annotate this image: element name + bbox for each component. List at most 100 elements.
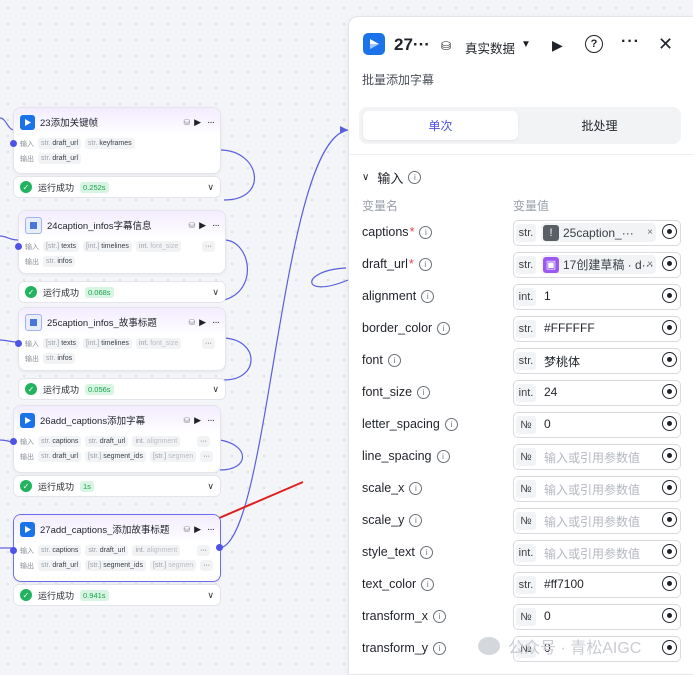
type-badge[interactable]: №: [516, 608, 536, 626]
more-params-chip[interactable]: ···: [202, 338, 215, 349]
reference-target-icon[interactable]: [662, 448, 677, 463]
param-value-field[interactable]: str. !25caption_···×: [513, 220, 681, 246]
play-icon[interactable]: ▶: [199, 219, 206, 230]
output-port[interactable]: [216, 544, 223, 551]
chevron-down-icon[interactable]: ∨: [212, 286, 219, 297]
reference-target-icon[interactable]: [662, 608, 677, 623]
play-icon[interactable]: ▶: [194, 523, 201, 534]
workflow-node[interactable]: 25caption_infos_故事标题⛁▶···输入[str.]texts[i…: [18, 307, 226, 371]
close-icon[interactable]: ✕: [658, 34, 674, 54]
reference-chip[interactable]: !25caption_···×: [541, 223, 656, 242]
reference-target-icon[interactable]: [662, 352, 677, 367]
reference-target-icon[interactable]: [662, 416, 677, 431]
info-icon[interactable]: i: [419, 545, 433, 559]
reference-target-icon[interactable]: [662, 640, 677, 655]
more-params-chip[interactable]: ···: [200, 451, 214, 462]
param-value-field[interactable]: str. ▣17创建草稿 · d···×: [513, 252, 681, 278]
input-port[interactable]: [15, 340, 22, 347]
input-section-toggle[interactable]: ∨ 输入 i: [362, 168, 422, 187]
param-value-field[interactable]: str.#FFFFFF: [513, 316, 681, 342]
chevron-down-icon[interactable]: ∨: [207, 181, 214, 192]
reference-target-icon[interactable]: [662, 480, 677, 495]
workflow-node[interactable]: 24caption_infos字幕信息⛁▶···输入[str.]texts[in…: [18, 210, 226, 274]
info-icon[interactable]: i: [419, 225, 433, 239]
input-port[interactable]: [10, 438, 17, 445]
more-icon[interactable]: ···: [621, 33, 640, 50]
reference-target-icon[interactable]: [662, 384, 677, 399]
play-icon[interactable]: ▶: [194, 116, 201, 127]
info-icon[interactable]: i: [437, 321, 451, 335]
caret-down-icon[interactable]: ▼: [521, 39, 531, 50]
info-icon[interactable]: i: [433, 641, 446, 655]
type-badge[interactable]: str.: [516, 256, 536, 274]
info-icon[interactable]: i: [417, 385, 431, 399]
reference-target-icon[interactable]: [662, 576, 677, 591]
reference-target-icon[interactable]: [662, 544, 677, 559]
type-badge[interactable]: str.: [516, 576, 536, 594]
chevron-down-icon[interactable]: ∨: [207, 480, 214, 491]
more-icon[interactable]: ···: [207, 523, 215, 535]
reference-target-icon[interactable]: [662, 512, 677, 527]
more-icon[interactable]: ···: [207, 414, 215, 426]
info-icon[interactable]: i: [421, 577, 435, 591]
type-badge[interactable]: str.: [516, 320, 536, 338]
input-port[interactable]: [10, 547, 17, 554]
reference-target-icon[interactable]: [662, 288, 677, 303]
close-icon[interactable]: ×: [647, 227, 653, 238]
type-badge[interactable]: str.: [516, 352, 536, 370]
play-icon[interactable]: ▶: [194, 414, 201, 425]
info-icon[interactable]: i: [408, 171, 422, 184]
type-badge[interactable]: №: [516, 512, 536, 530]
more-params-chip[interactable]: ···: [197, 545, 210, 556]
info-icon[interactable]: i: [433, 609, 446, 623]
input-port[interactable]: [15, 243, 22, 250]
chevron-down-icon[interactable]: ∨: [212, 383, 219, 394]
info-icon[interactable]: i: [444, 417, 458, 431]
param-value-field[interactable]: str.梦桃体: [513, 348, 681, 374]
type-badge[interactable]: int.: [516, 288, 536, 306]
data-source-select[interactable]: 真实数据: [465, 42, 516, 56]
info-icon[interactable]: i: [409, 481, 423, 495]
type-badge[interactable]: №: [516, 640, 536, 658]
more-params-chip[interactable]: ···: [200, 560, 214, 571]
more-params-chip[interactable]: ···: [197, 436, 210, 447]
close-icon[interactable]: ×: [647, 259, 653, 270]
param-value-field[interactable]: int.24: [513, 380, 681, 406]
info-icon[interactable]: i: [387, 353, 401, 367]
type-badge[interactable]: №: [516, 448, 536, 466]
type-badge[interactable]: int.: [516, 384, 536, 402]
reference-target-icon[interactable]: [662, 256, 677, 271]
more-params-chip[interactable]: ···: [202, 241, 215, 252]
info-icon[interactable]: i: [436, 449, 450, 463]
reference-target-icon[interactable]: [662, 224, 677, 239]
more-icon[interactable]: ···: [212, 219, 220, 231]
play-icon[interactable]: ▶: [199, 316, 206, 327]
info-icon[interactable]: i: [418, 257, 432, 271]
tab-batch[interactable]: 批处理: [581, 119, 618, 133]
type-badge[interactable]: str.: [516, 224, 536, 242]
help-icon[interactable]: ?: [585, 35, 603, 53]
tab-single[interactable]: 单次: [363, 111, 518, 140]
reference-target-icon[interactable]: [662, 320, 677, 335]
reference-chip[interactable]: ▣17创建草稿 · d···×: [541, 255, 656, 274]
info-icon[interactable]: i: [421, 289, 435, 303]
run-button[interactable]: ▶: [552, 37, 563, 53]
type-badge[interactable]: int.: [516, 544, 536, 562]
input-port[interactable]: [10, 140, 17, 147]
more-icon[interactable]: ···: [207, 116, 215, 128]
more-icon[interactable]: ···: [212, 316, 220, 328]
param-value-field[interactable]: str.#ff7100: [513, 572, 681, 598]
